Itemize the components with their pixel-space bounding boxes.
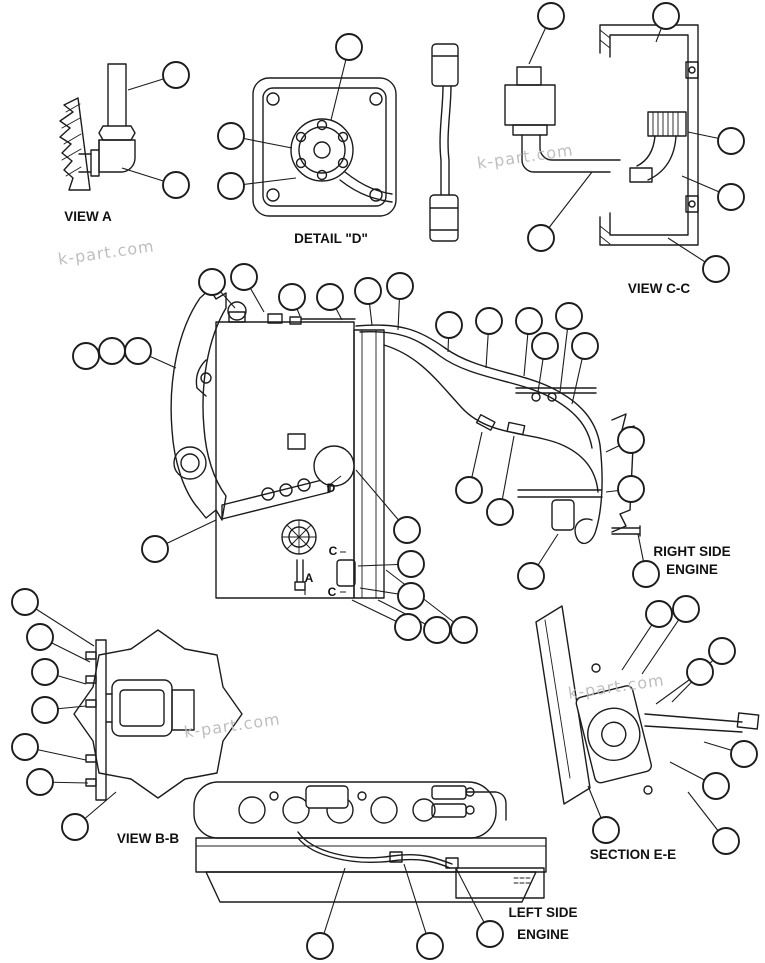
callout-leader bbox=[403, 863, 431, 947]
callout-balloon bbox=[397, 550, 425, 578]
callout-balloon bbox=[26, 623, 54, 651]
callout-balloon bbox=[537, 2, 565, 30]
callout-balloon bbox=[141, 535, 169, 563]
callout-balloon bbox=[11, 588, 39, 616]
callout-balloon bbox=[230, 263, 258, 291]
view-a-drawing bbox=[59, 63, 136, 191]
callout-balloon bbox=[217, 122, 245, 150]
callout-balloon bbox=[354, 277, 382, 305]
left-side-engine-label-line2: ENGINE bbox=[517, 927, 569, 942]
right-side-engine-label-line2: ENGINE bbox=[666, 562, 718, 577]
left-side-engine-drawing bbox=[193, 781, 547, 903]
callout-balloon bbox=[386, 272, 414, 300]
callout-balloon bbox=[423, 616, 451, 644]
callout-balloon bbox=[416, 932, 444, 960]
callout-balloon bbox=[645, 600, 673, 628]
callout-balloon bbox=[515, 307, 543, 335]
callout-balloon bbox=[11, 733, 39, 761]
callout-balloon bbox=[531, 332, 559, 360]
callout-balloon bbox=[72, 342, 100, 370]
callout-balloon bbox=[61, 813, 89, 841]
callout-balloon bbox=[632, 560, 660, 588]
detail-d-drawing bbox=[252, 77, 397, 217]
callout-balloon bbox=[217, 172, 245, 200]
callout-balloon bbox=[617, 475, 645, 503]
callout-balloon bbox=[708, 637, 736, 665]
view-a-label: VIEW A bbox=[64, 209, 112, 224]
callout-balloon bbox=[486, 498, 514, 526]
hydraulic-tank-drawing bbox=[170, 288, 385, 599]
callout-balloon bbox=[476, 920, 504, 948]
hose-routing-drawing bbox=[355, 324, 641, 545]
callout-balloon bbox=[617, 426, 645, 454]
callout-balloon bbox=[316, 283, 344, 311]
marker-a: A bbox=[305, 571, 314, 585]
callout-balloon bbox=[394, 613, 422, 641]
callout-balloon bbox=[198, 268, 226, 296]
callout-balloon bbox=[672, 595, 700, 623]
view-cc-drawing bbox=[504, 24, 699, 246]
right-side-engine-label-line1: RIGHT SIDE bbox=[653, 544, 730, 559]
watermark: k-part.com bbox=[57, 236, 156, 268]
hose-assembly-drawing bbox=[429, 43, 459, 242]
view-bb-drawing bbox=[73, 629, 243, 801]
marker-d: D bbox=[327, 481, 336, 495]
callout-balloon bbox=[527, 224, 555, 252]
callout-balloon bbox=[435, 311, 463, 339]
callout-balloon bbox=[592, 816, 620, 844]
marker-c-upper: C bbox=[329, 544, 338, 558]
callout-balloon bbox=[26, 768, 54, 796]
callout-balloon bbox=[31, 658, 59, 686]
marker-c-lower: C bbox=[328, 585, 337, 599]
callout-balloon bbox=[475, 307, 503, 335]
callout-balloon bbox=[717, 183, 745, 211]
callout-balloon bbox=[717, 127, 745, 155]
callout-leader bbox=[385, 569, 465, 631]
callout-balloon bbox=[98, 337, 126, 365]
callout-balloon bbox=[162, 171, 190, 199]
callout-balloon bbox=[397, 582, 425, 610]
view-bb-label: VIEW B-B bbox=[117, 831, 179, 846]
callout-balloon bbox=[686, 658, 714, 686]
left-side-engine-label-line1: LEFT SIDE bbox=[508, 905, 577, 920]
callout-balloon bbox=[555, 302, 583, 330]
callout-balloon bbox=[455, 476, 483, 504]
callout-balloon bbox=[702, 772, 730, 800]
callout-balloon bbox=[162, 61, 190, 89]
callout-balloon bbox=[306, 932, 334, 960]
view-cc-label: VIEW C-C bbox=[628, 281, 690, 296]
callout-balloon bbox=[278, 283, 306, 311]
detail-d-label: DETAIL "D" bbox=[294, 231, 368, 246]
callout-balloon bbox=[652, 2, 680, 30]
callout-balloon bbox=[450, 616, 478, 644]
callout-balloons-layer bbox=[11, 2, 758, 960]
callout-balloon bbox=[712, 827, 740, 855]
section-ee-drawing bbox=[535, 605, 760, 805]
callout-balloon bbox=[702, 255, 730, 283]
callout-balloon bbox=[335, 33, 363, 61]
callout-balloon bbox=[393, 516, 421, 544]
callout-balloon bbox=[730, 740, 758, 768]
callout-balloon bbox=[571, 332, 599, 360]
callout-balloon bbox=[124, 337, 152, 365]
labels-layer: VIEW A DETAIL "D" VIEW C-C RIGHT SIDE EN… bbox=[64, 209, 730, 942]
callout-balloon bbox=[31, 696, 59, 724]
section-ee-label: SECTION E-E bbox=[590, 847, 676, 862]
watermark: k-part.com bbox=[183, 709, 282, 741]
callout-balloon bbox=[517, 562, 545, 590]
